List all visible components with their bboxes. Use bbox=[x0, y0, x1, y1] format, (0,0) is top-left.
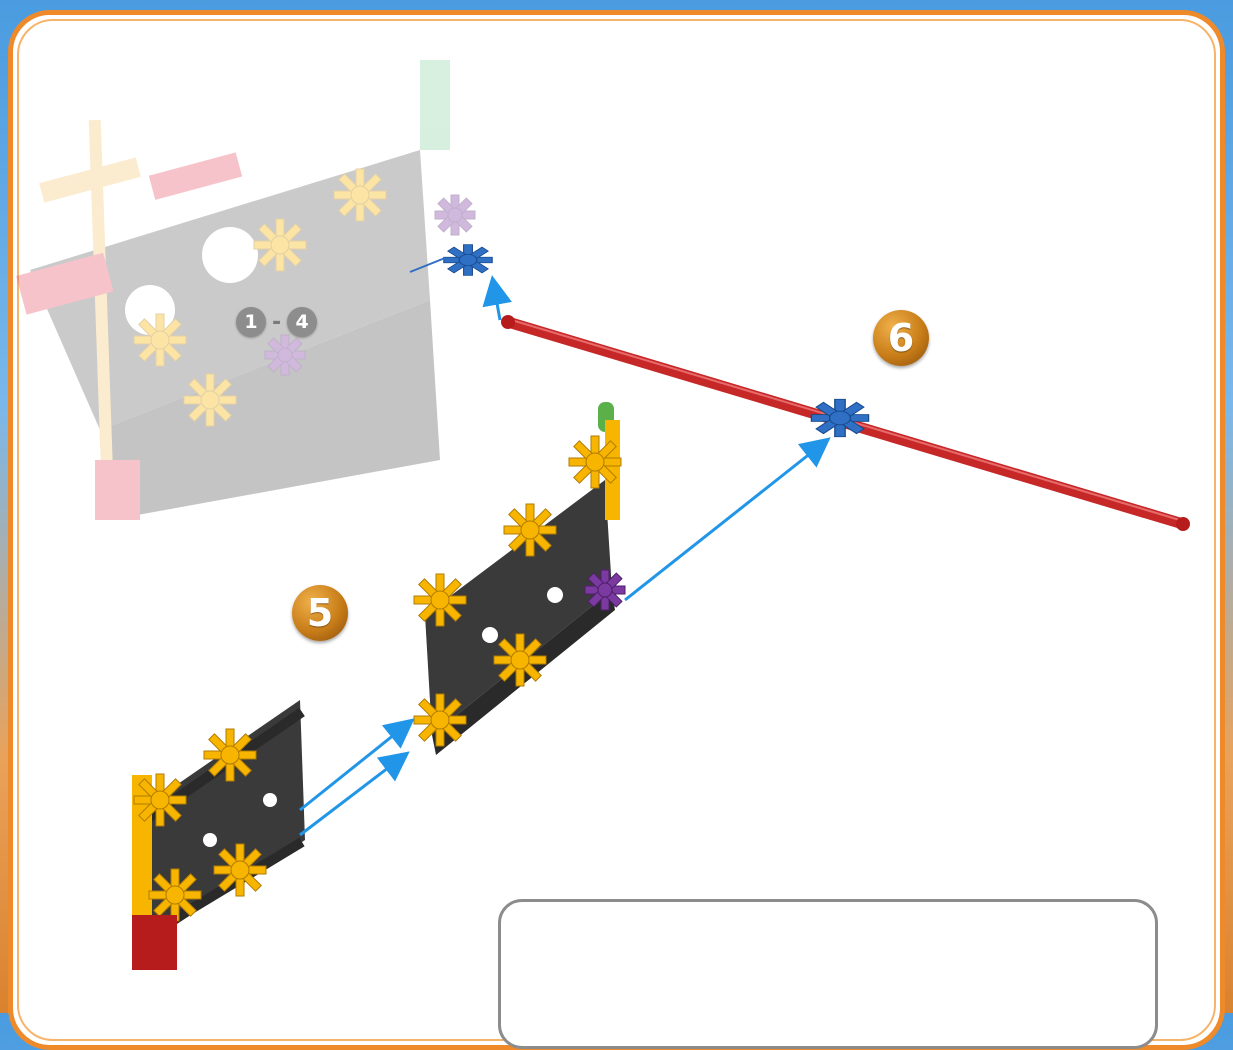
range-separator: - bbox=[272, 310, 281, 335]
assembly-illustration bbox=[0, 0, 1233, 1013]
previous-steps-badge: 1 - 4 bbox=[236, 307, 317, 337]
step-badge-icon: 4 bbox=[287, 307, 317, 337]
step-6-badge: 6 bbox=[873, 310, 929, 366]
step5-lower-assembly bbox=[132, 700, 305, 970]
step-5-badge: 5 bbox=[292, 585, 348, 641]
blue-gear-on-rod bbox=[811, 399, 868, 436]
previous-assembly-faded bbox=[16, 60, 475, 520]
blue-gear-target bbox=[444, 245, 492, 276]
step-badge-icon: 1 bbox=[236, 307, 266, 337]
completed-model-preview bbox=[498, 899, 1158, 1049]
step5-middle-assembly bbox=[414, 402, 625, 755]
